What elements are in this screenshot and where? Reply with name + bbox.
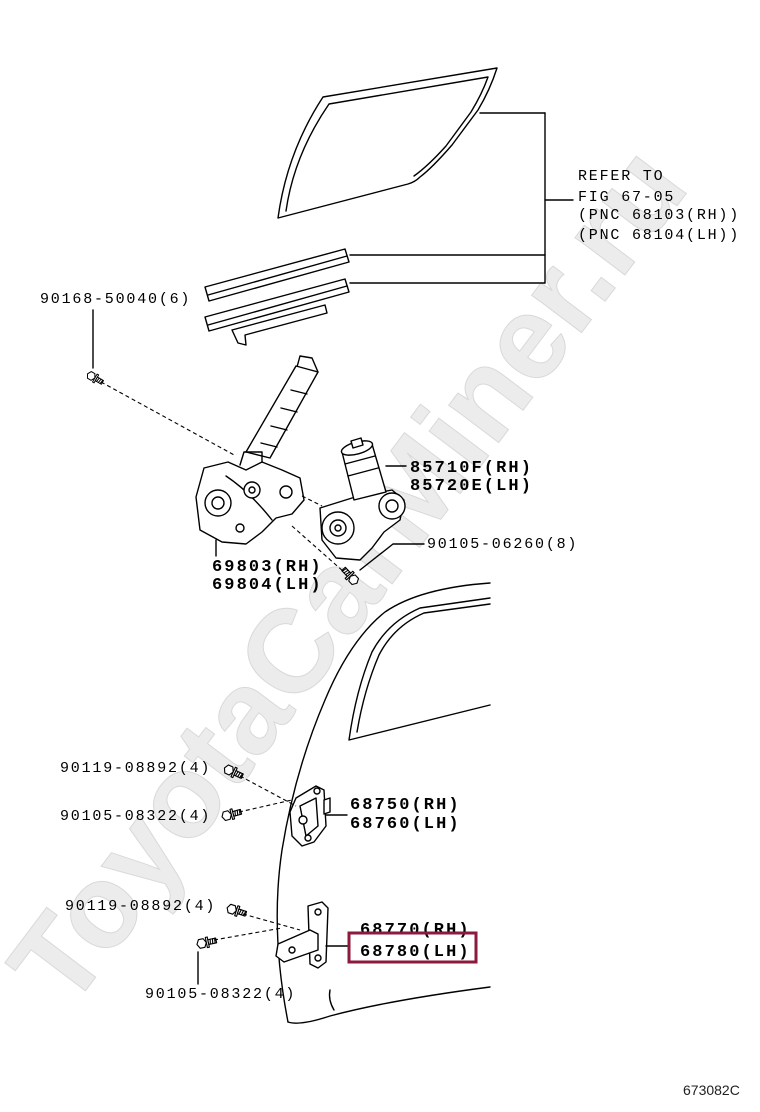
regulator-arm <box>245 365 319 459</box>
reference-note-line-3: (PNC 68103(RH)) <box>578 207 740 224</box>
callout-screw-top[interactable]: 90168-50040(6) <box>40 291 191 308</box>
window-regulator <box>195 355 345 573</box>
regulator-pivot-inner <box>211 496 225 510</box>
upper-hinge-hole-2 <box>313 787 321 795</box>
rear-door <box>276 582 491 1024</box>
callout-motor-lh[interactable]: 85720E(LH) <box>410 477 533 496</box>
glass-run-upper-groove <box>207 255 348 296</box>
selected-part-highlight <box>347 931 478 964</box>
lower-hinge-bolt-1-icon <box>224 902 248 920</box>
lower-hinge-hole-1 <box>314 908 322 916</box>
upper-hinge-bolt-1-dashed-line <box>239 775 297 807</box>
lower-hinge-bolt-2-icon <box>195 934 218 951</box>
lower-hinge-bolts <box>195 902 301 985</box>
door-glass-outline <box>277 67 498 219</box>
reference-bracket <box>349 112 574 284</box>
lower-hinge-hole-3 <box>288 946 296 954</box>
upper-hinge-plate <box>289 785 327 847</box>
part-callouts: 90168-50040(6) 85710F(RH) 85720E(LH) 901… <box>40 291 578 1003</box>
reference-note-line-4: (PNC 68104(LH)) <box>578 227 740 244</box>
regulator-mount-hole <box>279 485 293 499</box>
callout-upper-hinge-lh[interactable]: 68760(LH) <box>350 815 461 834</box>
lower-hinge-bolt-1-dashed-line <box>242 913 301 931</box>
regulator-gear-hub <box>248 486 256 494</box>
callout-lower-hinge-bolt-1[interactable]: 90119-08892(4) <box>65 898 216 915</box>
upper-hinge-bolts <box>220 762 297 823</box>
door-window-frame <box>356 603 491 733</box>
callout-regulator-rh[interactable]: 69803(RH) <box>212 558 323 577</box>
callout-upper-hinge-bolt-1[interactable]: 90119-08892(4) <box>60 760 211 777</box>
callout-regulator-lh[interactable]: 69804(LH) <box>212 576 323 595</box>
callout-lower-hinge-lh[interactable]: 68780(LH) <box>360 943 471 962</box>
figure-code: 673082C <box>683 1082 740 1098</box>
callout-lower-hinge-bolt-2[interactable]: 90105-08322(4) <box>145 986 296 1003</box>
lower-hinge-bolt-2-dashed-line <box>213 927 283 941</box>
regulator-arm-ribs <box>260 389 308 448</box>
reference-note: REFER TO FIG 67-05 (PNC 68103(RH)) (PNC … <box>578 168 740 244</box>
reference-note-line-2: FIG 67-05 <box>578 189 675 206</box>
door-bottom-edge <box>287 986 491 1024</box>
screw-90168-assembly <box>84 309 237 457</box>
upper-hinge <box>289 785 348 847</box>
door-bottom-detail <box>328 989 335 1011</box>
regulator-bolt-dashed-line <box>291 525 345 573</box>
door-window-opening <box>348 597 491 741</box>
screw-90168-dashed-line <box>100 381 237 457</box>
screw-90168-icon <box>84 369 106 387</box>
upper-hinge-inner <box>299 797 319 837</box>
motor-body-ribs <box>344 455 379 477</box>
door-outer-edge <box>276 582 491 1023</box>
lower-hinge <box>275 901 349 969</box>
motor-bolt-leader <box>359 543 425 571</box>
motor-terminal <box>350 437 364 449</box>
door-glass <box>277 67 498 219</box>
callout-lower-hinge-rh[interactable]: 68770(RH) <box>360 921 471 940</box>
motor-gear-hub <box>334 524 342 532</box>
regulator-rivet <box>235 523 245 533</box>
glass-run-channels <box>204 248 350 346</box>
reference-note-line-1: REFER TO <box>578 168 664 185</box>
regulator-motor <box>319 437 407 561</box>
motor-bolt-assembly <box>339 543 425 588</box>
motor-damper-hub <box>385 499 399 513</box>
callout-upper-hinge-bolt-2[interactable]: 90105-08322(4) <box>60 808 211 825</box>
door-glass-edge-line <box>285 76 489 212</box>
upper-hinge-bolt-2-dashed-line <box>238 799 293 813</box>
glass-run-lower-groove <box>207 285 348 326</box>
callout-upper-hinge-rh[interactable]: 68750(RH) <box>350 796 461 815</box>
upper-hinge-hole-3 <box>304 834 312 842</box>
upper-hinge-pin <box>323 797 331 815</box>
upper-hinge-hole-1 <box>298 815 308 825</box>
callout-motor-bolt[interactable]: 90105-06260(8) <box>427 536 578 553</box>
regulator-base-plate <box>195 461 305 545</box>
lower-hinge-hole-2 <box>314 954 322 962</box>
glass-run-bracket <box>231 304 328 346</box>
lower-hinge-arm <box>275 929 319 963</box>
callout-motor-rh[interactable]: 85710F(RH) <box>410 459 533 478</box>
regulator-motor-dashed-line <box>301 495 323 507</box>
